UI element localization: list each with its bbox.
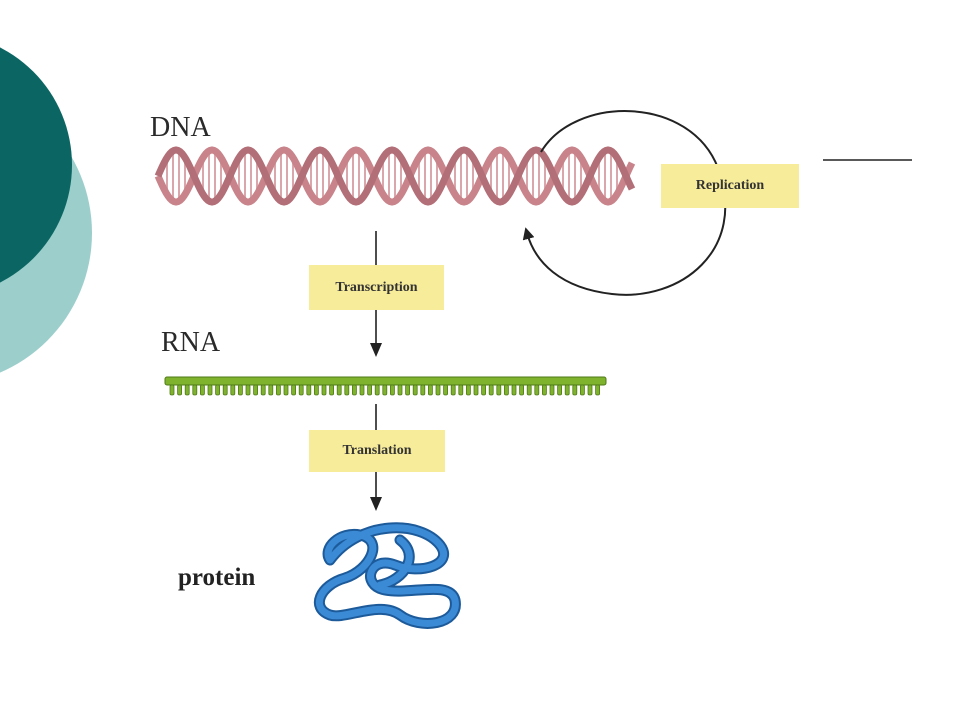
rna-base bbox=[344, 384, 350, 396]
rna-base bbox=[481, 384, 487, 396]
rna-base bbox=[511, 384, 517, 396]
rna-base bbox=[268, 384, 274, 396]
rna-base bbox=[321, 384, 327, 396]
rna-base bbox=[230, 384, 236, 396]
rna-base bbox=[215, 384, 221, 396]
rna-base bbox=[473, 384, 479, 396]
rna-base bbox=[465, 384, 471, 396]
rna-base bbox=[291, 384, 297, 396]
rna-base bbox=[184, 384, 190, 396]
rna-base bbox=[253, 384, 259, 396]
rna-base bbox=[359, 384, 365, 396]
rna-base bbox=[245, 384, 251, 396]
dna-strand-2 bbox=[154, 146, 636, 206]
dna-label: DNA bbox=[150, 112, 211, 143]
replication-arrow bbox=[522, 110, 727, 296]
rna-base bbox=[382, 384, 388, 396]
rna-base bbox=[199, 384, 205, 396]
translation-arrow-head bbox=[370, 497, 382, 511]
rna-base bbox=[283, 384, 289, 396]
rna-bases bbox=[169, 384, 600, 396]
rna-base bbox=[435, 384, 441, 396]
rna-base bbox=[580, 384, 585, 396]
rna-base bbox=[526, 384, 532, 396]
rna-base bbox=[192, 384, 198, 396]
rna-base bbox=[222, 384, 228, 396]
rna-base bbox=[496, 384, 502, 396]
translation-tag: Translation bbox=[309, 430, 445, 472]
rna-base bbox=[450, 384, 456, 396]
rna-base bbox=[549, 384, 555, 396]
dark-teal-circle bbox=[0, 47, 72, 283]
rna-base bbox=[458, 384, 464, 396]
rna-label: RNA bbox=[161, 327, 221, 358]
rna-base bbox=[542, 384, 547, 396]
rna-base bbox=[177, 384, 183, 396]
rna-base bbox=[397, 384, 403, 396]
rna-base bbox=[443, 384, 449, 396]
rna-base bbox=[519, 384, 524, 396]
transcription-tag: Transcription bbox=[309, 265, 444, 310]
rna-base bbox=[313, 384, 319, 396]
rna-base bbox=[420, 384, 426, 396]
transcription-arrow-head bbox=[370, 343, 382, 357]
rna-base bbox=[572, 384, 578, 396]
rna-base bbox=[405, 384, 411, 396]
rna-base bbox=[306, 384, 312, 396]
protein-chain bbox=[315, 524, 459, 627]
rna-base bbox=[336, 384, 342, 396]
rna-base bbox=[503, 384, 509, 396]
rna-base bbox=[367, 384, 373, 396]
rna-base bbox=[351, 384, 357, 396]
rna-base bbox=[207, 384, 213, 396]
rna-base bbox=[488, 384, 494, 396]
rna-base bbox=[534, 384, 540, 396]
rna-base bbox=[298, 384, 304, 396]
rna-base bbox=[237, 384, 243, 396]
rna-base bbox=[374, 384, 380, 396]
rna-base bbox=[275, 384, 281, 396]
rna-base bbox=[557, 384, 562, 396]
rna-base bbox=[595, 384, 600, 396]
rna-base bbox=[169, 384, 175, 396]
rna-base bbox=[587, 384, 593, 396]
rna-base bbox=[564, 384, 570, 396]
rna-base bbox=[329, 384, 335, 396]
protein-label: protein bbox=[178, 564, 256, 591]
replication-tag: Replication bbox=[661, 164, 799, 208]
rna-base bbox=[260, 384, 266, 396]
rna-base bbox=[389, 384, 395, 396]
rna-base bbox=[427, 384, 433, 396]
rna-base bbox=[412, 384, 418, 396]
